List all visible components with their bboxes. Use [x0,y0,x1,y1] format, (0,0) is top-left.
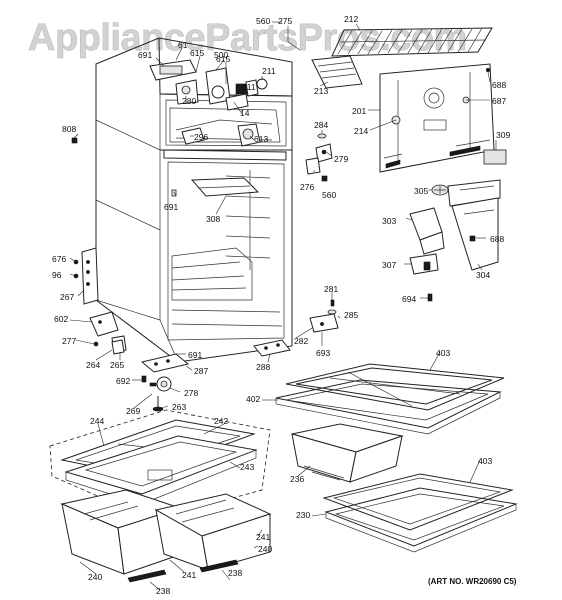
label-287: 287 [194,366,208,376]
label-282: 282 [294,336,308,346]
label-276: 276 [300,182,314,192]
label-676: 676 [52,254,66,264]
label-688: 688 [490,234,504,244]
label-285: 285 [344,310,358,320]
label-263: 263 [172,402,186,412]
label-602: 602 [54,314,68,324]
label-284: 284 [314,120,328,130]
label-240: 240 [258,544,272,554]
hinge-plates [140,339,291,373]
label-244: 244 [90,416,104,426]
label-277: 277 [62,336,76,346]
label-296: 296 [194,132,208,142]
label-309: 309 [496,130,510,140]
label-808: 808 [62,124,76,134]
label-243: 243 [240,462,254,472]
art-number: (ART NO. WR20690 C5) [428,577,517,586]
label-242: 242 [214,416,228,426]
label-613: 613 [254,134,268,144]
label-560: 560 [256,16,270,26]
label-269: 269 [126,406,140,416]
label-264: 264 [86,360,100,370]
label-692: 692 [116,376,130,386]
label-688: 688 [492,80,506,90]
label-500: 500 [214,50,228,60]
leveling-parts [111,339,172,412]
label-238: 238 [228,568,242,578]
label-96: 96 [52,270,62,280]
label-303: 303 [382,216,396,226]
label-14: 14 [240,108,250,118]
air-duct-assembly [409,179,501,275]
ice-tray [311,55,363,89]
label-267: 267 [60,292,74,302]
part-labels: 560 275 212 691 61 615 500 615 611 211 2… [52,14,510,596]
watermark: AppliancePartsPros.com [28,17,467,59]
evaporator-cover [379,63,495,173]
label-403: 403 [436,348,450,358]
label-213: 213 [314,86,328,96]
label-693: 693 [316,348,330,358]
leader-lines [69,21,497,591]
label-212: 212 [344,14,358,24]
label-280: 280 [182,96,196,106]
crisper-pan [291,423,404,483]
label-238: 238 [156,586,170,596]
label-279: 279 [334,154,348,164]
label-304: 304 [476,270,490,280]
label-288: 288 [256,362,270,372]
label-307: 307 [382,260,396,270]
label-275: 275 [278,16,292,26]
label-308: 308 [206,214,220,224]
label-694: 694 [402,294,416,304]
cabinet-small-parts [71,137,260,197]
label-691: 691 [138,50,152,60]
label-615: 615 [190,48,204,58]
screw-694 [427,293,433,302]
label-403: 403 [478,456,492,466]
label-236: 236 [290,474,304,484]
label-281: 281 [324,284,338,294]
label-611: 611 [242,82,256,92]
hinge-cam-assembly [309,299,339,333]
crisper-drawers [60,489,272,575]
label-560: 560 [322,190,336,200]
label-201: 201 [352,106,366,116]
drawer-handles [127,559,239,583]
label-687: 687 [492,96,506,106]
light-socket-assembly [305,133,333,182]
label-61: 61 [178,40,188,50]
label-241: 241 [182,570,196,580]
glass-shelf-lower [322,473,518,553]
label-214: 214 [354,126,368,136]
label-691: 691 [164,202,178,212]
label-241: 241 [256,532,270,542]
freezer-wire-shelf [331,27,493,57]
label-615: 615 [216,54,230,64]
damper-305 [431,184,449,196]
label-265: 265 [110,360,124,370]
label-278: 278 [184,388,198,398]
freezer-control-assembly [149,59,268,147]
label-402: 402 [246,394,260,404]
label-230: 230 [296,510,310,520]
label-305: 305 [414,186,428,196]
glass-shelf-upper [275,363,505,435]
crisper-drawer-group [49,409,271,521]
part-309 [483,149,507,165]
label-691: 691 [188,350,202,360]
lower-hinge-bracket [73,247,99,305]
label-211: 211 [262,66,276,76]
label-240: 240 [88,572,102,582]
